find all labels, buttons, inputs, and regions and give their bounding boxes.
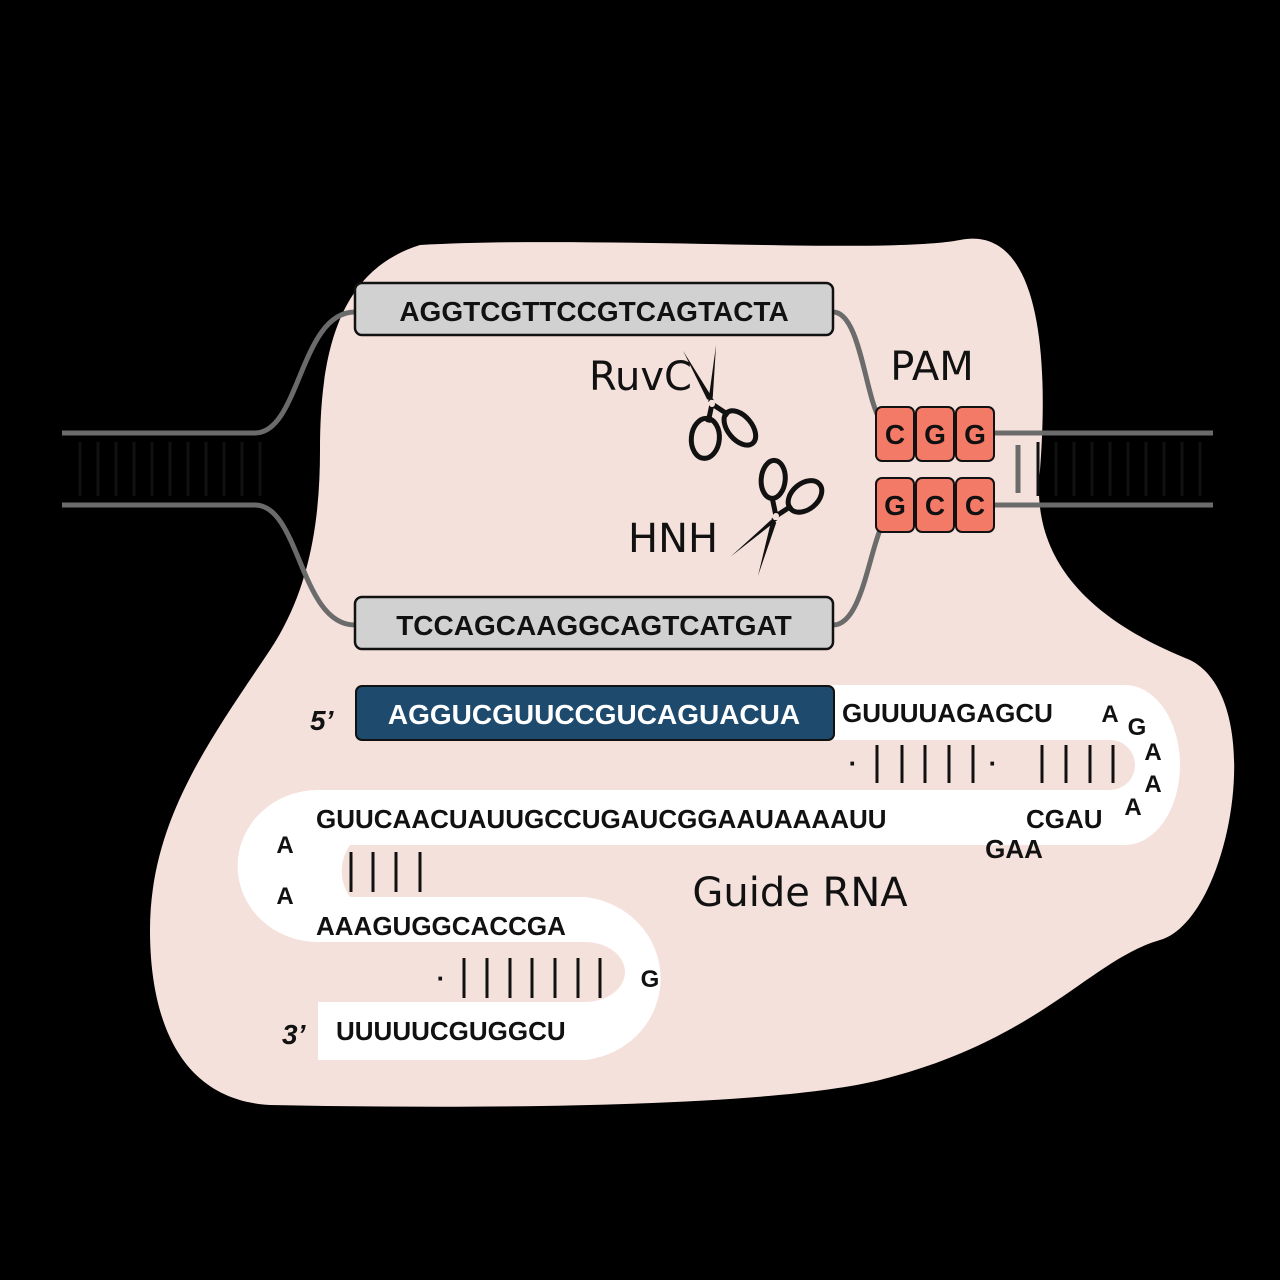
repeat-sequence: GUUUUAGAGCU — [842, 698, 1053, 728]
guide-rna-label: Guide RNA — [692, 870, 908, 916]
spacer-sequence: AGGUCGUUCCGUCAGUACUA — [388, 699, 800, 730]
loop1-base-4: A — [1144, 771, 1161, 798]
spacer-box — [355, 685, 835, 741]
pam-bottom-base-2: C — [925, 490, 945, 521]
anti-repeat-sequence: GUUCAACUAUUGCCUGAUCGGAAUAAAAUU — [316, 804, 887, 834]
three-prime-label: 3’ — [282, 1019, 307, 1050]
pam-bottom-base-1: G — [884, 490, 906, 521]
bulge-sequence: GAA — [985, 834, 1043, 864]
top-strand-sequence: AGGTCGTTCCGTCAGTACTA — [399, 296, 788, 327]
guide-rna-ribbon — [237, 685, 1181, 1060]
pam-top-base-3: G — [964, 419, 986, 450]
loop1-base-1: A — [1101, 701, 1118, 728]
row1-base-pairs: · · — [849, 745, 1115, 783]
hnh-label: HNH — [628, 516, 718, 562]
pam-top-base-1: C — [885, 419, 905, 450]
five-prime-label: 5’ — [310, 705, 335, 736]
loop2-base-1: A — [276, 832, 293, 859]
right-dna-ladder — [832, 309, 1213, 628]
pam-top-boxes: C G G — [875, 406, 995, 462]
ruvc-scissors-icon — [683, 345, 759, 461]
loop3-base: G — [641, 966, 660, 993]
bottom-strand-sequence: TCCAGCAAGGCAGTCATGAT — [396, 610, 792, 641]
ruvc-label: RuvC — [589, 354, 692, 400]
pam-label: PAM — [890, 344, 973, 390]
row2-right-sequence: CGAU — [1026, 804, 1103, 834]
loop1-base-2: G — [1128, 714, 1147, 741]
row3-sequence: AAAGUGGCACCGA — [316, 911, 566, 941]
pam-top-base-2: G — [924, 419, 946, 450]
loop1-base-5: A — [1124, 794, 1141, 821]
pam-bottom-base-3: C — [965, 490, 985, 521]
row4-sequence: UUUUUCGUGGCU — [336, 1016, 566, 1046]
svg-text:·: · — [849, 748, 858, 778]
loop2-base-2: A — [276, 883, 293, 910]
svg-text:·: · — [989, 748, 998, 778]
stem-loop-base-pairs — [349, 852, 422, 892]
left-dna-ladder — [62, 309, 356, 628]
bottom-dna-strand: TCCAGCAAGGCAGTCATGAT — [353, 595, 835, 651]
terminal-stem-base-pairs: · — [437, 958, 602, 998]
svg-text:·: · — [437, 963, 446, 993]
top-dna-strand: AGGTCGTTCCGTCAGTACTA — [353, 281, 835, 337]
loop1-base-3: A — [1144, 739, 1161, 766]
pam-bottom-boxes: G C C — [875, 477, 995, 533]
